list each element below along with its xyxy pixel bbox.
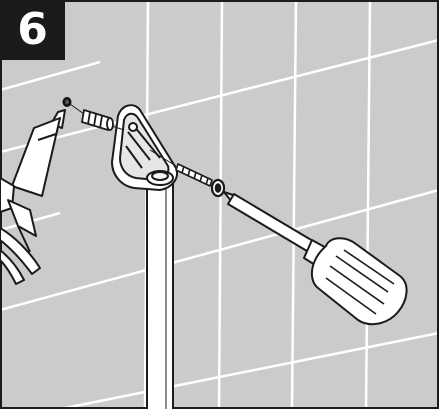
rail-pole-icon: [146, 177, 174, 409]
wall-bracket-icon: [111, 104, 178, 191]
screwdriver-icon: [223, 191, 408, 326]
drill-hole-icon: [62, 97, 72, 107]
wall-plug-icon: [81, 109, 114, 131]
sealant-gun-icon: [0, 109, 66, 285]
screw-icon: [175, 163, 226, 198]
step-number-badge: 6: [0, 0, 65, 60]
assembly-guide-lines: [69, 103, 177, 167]
